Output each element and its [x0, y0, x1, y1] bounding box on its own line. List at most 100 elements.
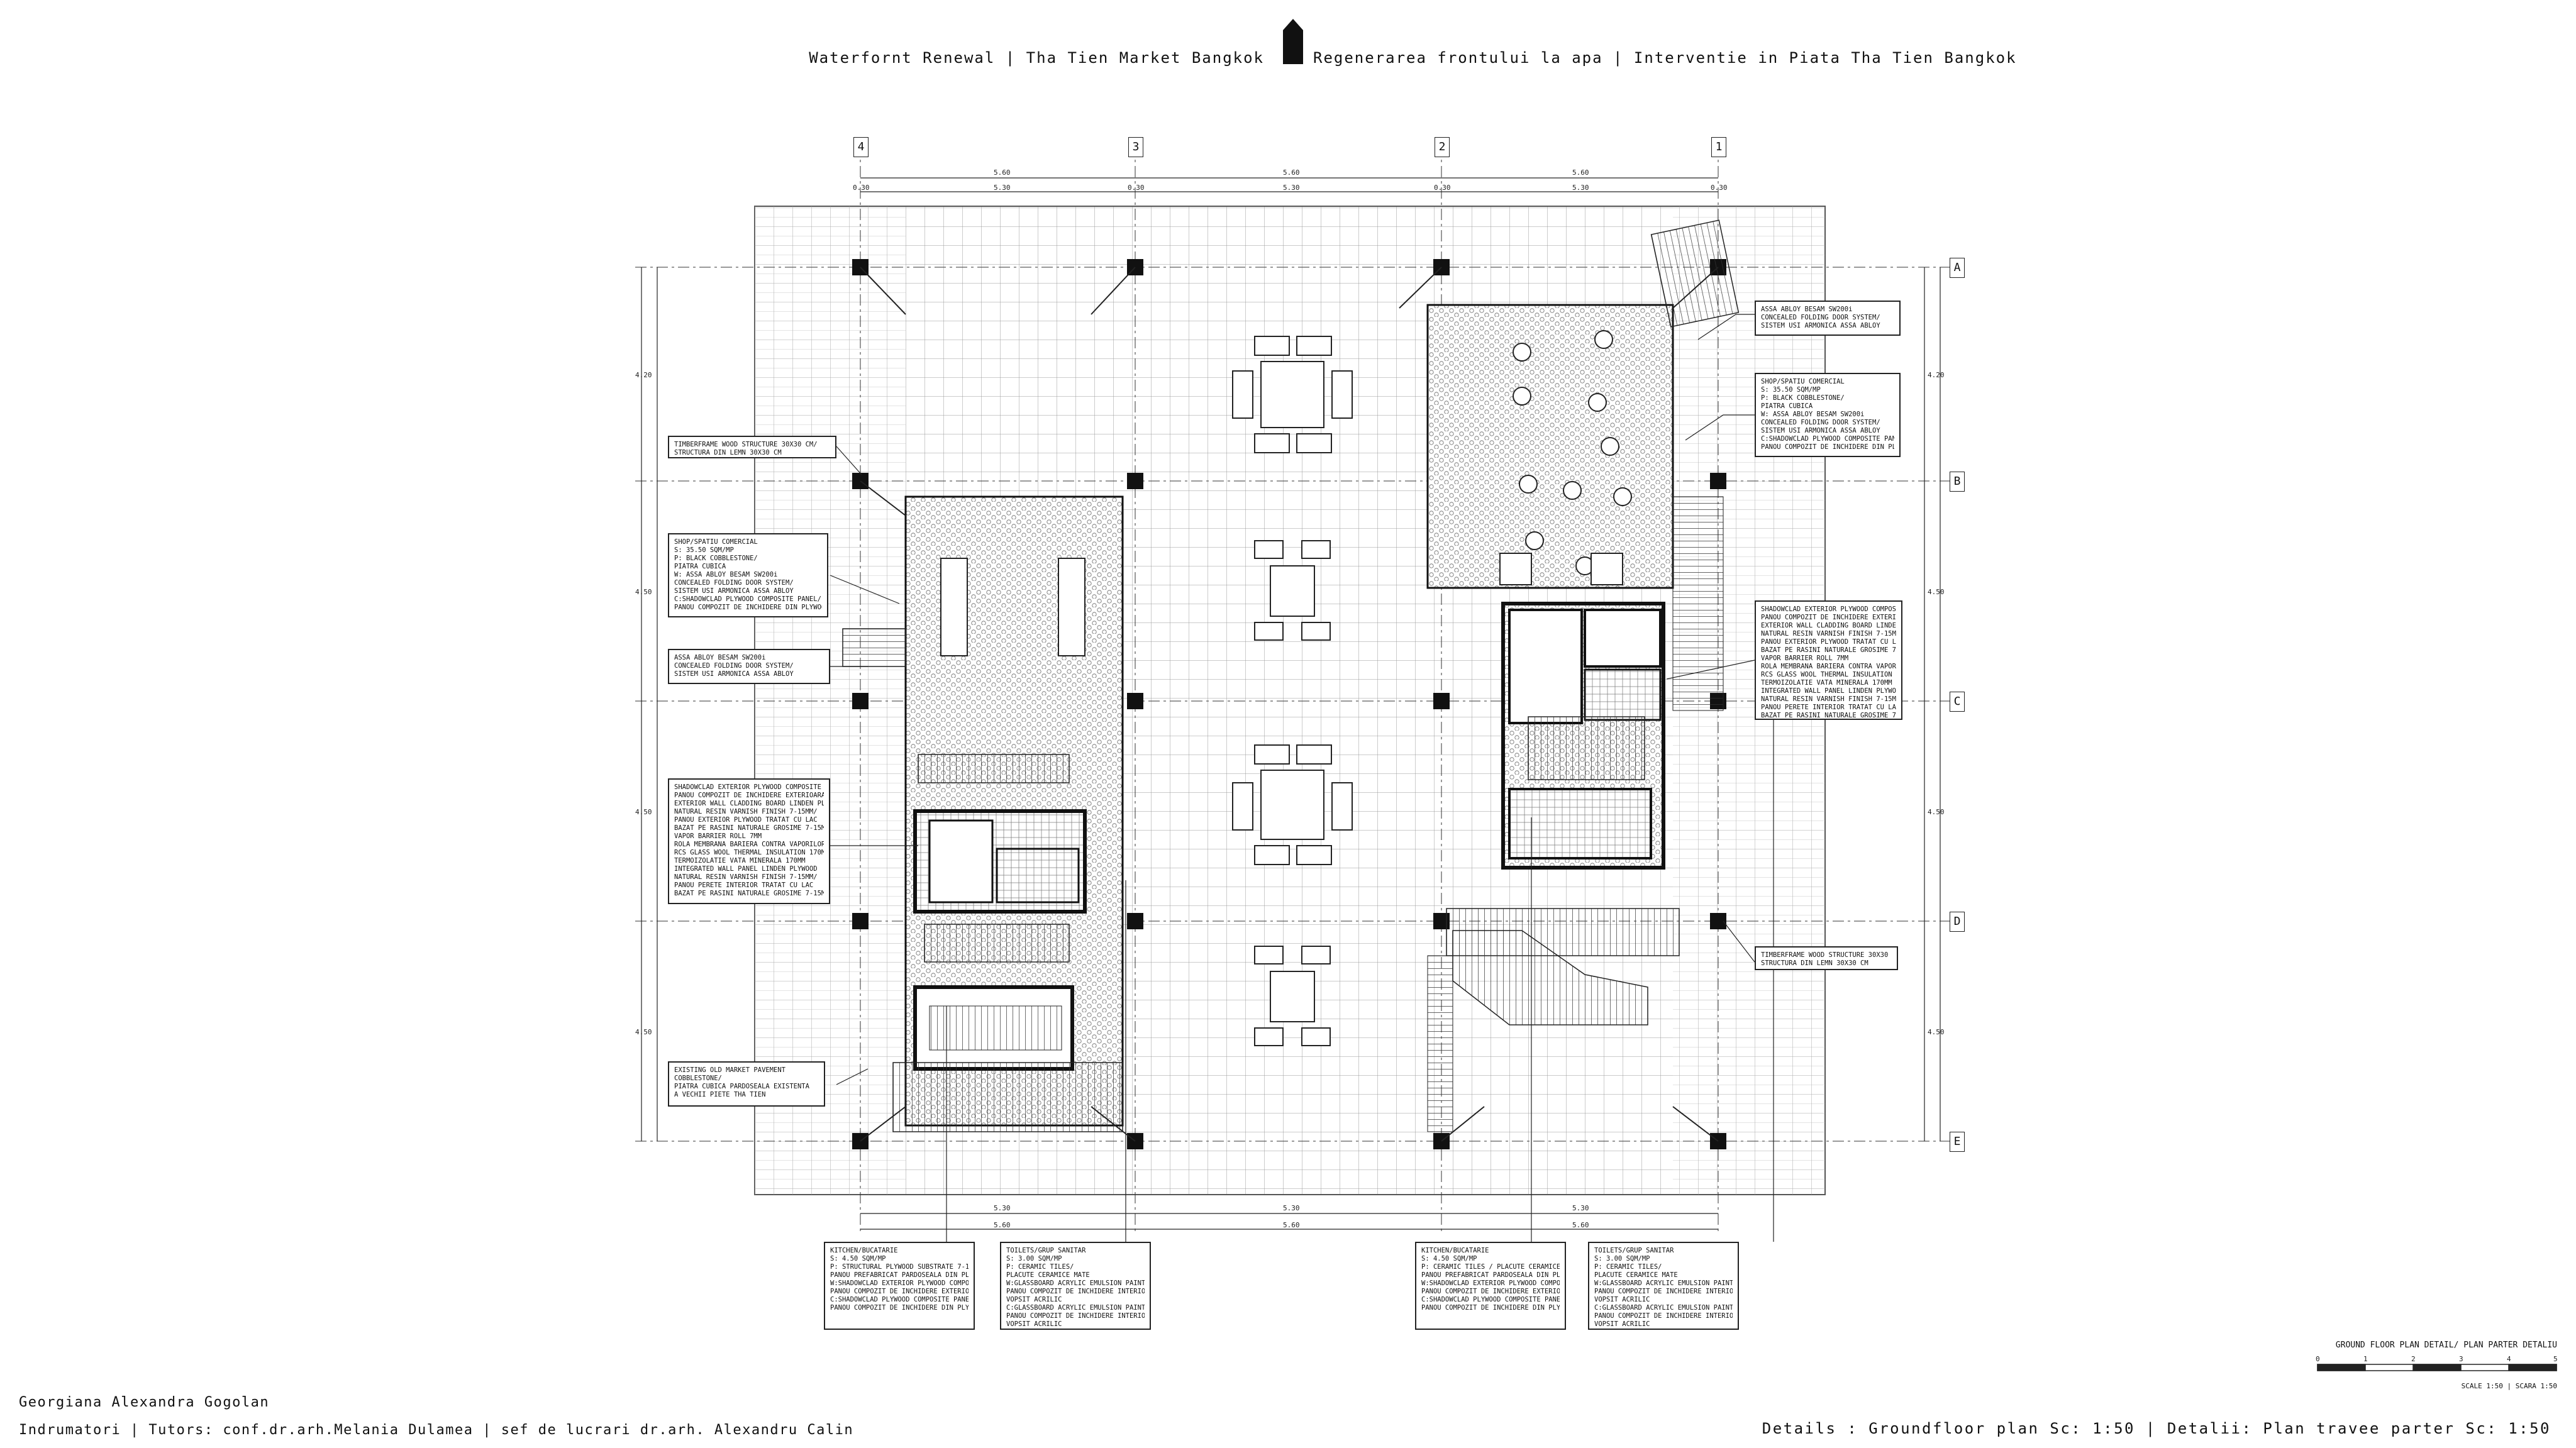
note-line: BAZAT PE RASINI NATURALE GROSIME 7-15MM	[1761, 646, 1896, 654]
note-line: PANOU COMPOZIT DE INCHIDERE DIN PLYWOOD	[674, 604, 822, 611]
dim-post-2: 0.30	[1128, 184, 1145, 192]
note-line: PANOU PERETE INTERIOR TRATAT CU LAC	[674, 882, 814, 889]
note-line: A VECHII PIETE THA TIEN	[674, 1091, 766, 1098]
note-line: VOPSIT ACRILIC	[1594, 1296, 1650, 1303]
note-line: PANOU COMPOZIT DE INCHIDERE INTERIOARA	[1594, 1288, 1733, 1295]
note-line: CONCEALED FOLDING DOOR SYSTEM/	[1761, 419, 1880, 426]
note-line: SISTEM USI ARMONICA ASSA ABLOY	[674, 670, 794, 678]
note-line: RCS GLASS WOOL THERMAL INSULATION 170MM/	[674, 849, 824, 856]
note-line: P: STRUCTURAL PLYWOOD SUBSTRATE 7-15CM/	[830, 1263, 969, 1271]
note-line: P: BLACK COBBLESTONE/	[1761, 394, 1845, 402]
note-line: SHOP/SPATIU COMERCIAL	[674, 538, 758, 546]
dim-inner-bottom-1: 5.30	[994, 1204, 1011, 1212]
note-line: STRUCTURA DIN LEMN 30X30 CM	[674, 449, 782, 456]
note-line: STRUCTURA DIN LEMN 30X30 CM	[1761, 959, 1868, 967]
note-line: PANOU PERETE INTERIOR TRATAT CU LAC	[1761, 704, 1896, 711]
axis-col-4: 4	[853, 137, 869, 157]
note-timber-right: TIMBERFRAME WOOD STRUCTURE 30X30 CM/STRU…	[1755, 946, 1898, 970]
dim-post-4: 0.30	[1711, 184, 1728, 192]
note-line: PANOU COMPOZIT DE INCHIDERE EXTERIOARA D…	[1421, 1288, 1560, 1295]
note-line: S: 3.00 SQM/MP	[1006, 1255, 1062, 1263]
dim-row-b-right: 4.50	[1928, 588, 1945, 596]
axis-col-3: 3	[1128, 137, 1143, 157]
note-line: PANOU EXTERIOR PLYWOOD TRATAT CU LAC	[1761, 638, 1896, 646]
dim-bay-bottom-1: 5.60	[994, 1221, 1011, 1229]
note-wall-left: SHADOWCLAD EXTERIOR PLYWOOD COMPOSITE PA…	[668, 778, 830, 904]
note-line: SHADOWCLAD EXTERIOR PLYWOOD COMPOSITE PA…	[674, 783, 824, 791]
note-line: BAZAT PE RASINI NATURALE GROSIME 7-15MM	[674, 824, 824, 832]
axis-col-1: 1	[1711, 137, 1726, 157]
note-line: C:GLASSBOARD ACRYLIC EMULSION PAINT/	[1594, 1304, 1733, 1312]
dim-inner-bottom-2: 5.30	[1283, 1204, 1300, 1212]
note-line: VOPSIT ACRILIC	[1006, 1320, 1062, 1328]
note-line: PIATRA CUBICA PARDOSEALA EXISTENTA	[674, 1083, 809, 1090]
scale-tick-2: 2	[2411, 1355, 2416, 1363]
note-line: CONCEALED FOLDING DOOR SYSTEM/	[674, 662, 794, 670]
note-line: TIMBERFRAME WOOD STRUCTURE 30X30 CM/	[674, 441, 818, 448]
dim-row-d-right: 4.50	[1928, 1028, 1945, 1036]
note-line: KITCHEN/BUCATARIE	[830, 1247, 898, 1254]
dim-inner-3: 5.30	[1572, 184, 1589, 192]
note-line: PANOU EXTERIOR PLYWOOD TRATAT CU LAC	[674, 816, 818, 824]
note-line: SISTEM USI ARMONICA ASSA ABLOY	[1761, 427, 1880, 434]
right-pavilion	[1426, 219, 1740, 1132]
note-line: VOPSIT ACRILIC	[1006, 1296, 1062, 1303]
note-line: SISTEM USI ARMONICA ASSA ABLOY	[674, 587, 794, 595]
note-line: P: CERAMIC TILES/	[1594, 1263, 1662, 1271]
scale-tick-3: 3	[2459, 1355, 2463, 1363]
note-line: PANOU PREFABRICAT PARDOSEALA DIN PLYWOOD…	[1421, 1271, 1560, 1279]
note-line: VOPSIT ACRILIC	[1594, 1320, 1650, 1328]
note-line: PANOU PREFABRICAT PARDOSEALA DIN PLYWOOD…	[830, 1271, 969, 1279]
note-line: C:SHADOWCLAD PLYWOOD COMPOSITE PANEL/	[674, 595, 821, 603]
axis-row-c: C	[1950, 692, 1965, 712]
dim-row-b-left: 4.50	[635, 588, 652, 596]
note-line: C:SHADOWCLAD PLYWOOD COMPOSITE PANEL/	[1421, 1296, 1560, 1303]
author-name: Georgiana Alexandra Gogolan	[19, 1395, 270, 1410]
note-line: EXTERIOR WALL CLADDING BOARD LINDEN PLYW…	[1761, 622, 1896, 629]
note-line: RCS GLASS WOOL THERMAL INSULATION 170MM/	[1761, 671, 1896, 678]
note-line: PIATRA CUBICA	[1761, 402, 1813, 410]
dim-bay-bottom-3: 5.60	[1572, 1221, 1589, 1229]
note-line: W:SHADOWCLAD EXTERIOR PLYWOOD COMPOSITE …	[1421, 1279, 1560, 1287]
note-line: PLACUTE CERAMICE MATE	[1006, 1271, 1090, 1279]
axis-row-a: A	[1950, 258, 1965, 278]
note-line: INTEGRATED WALL PANEL LINDEN PLYWOOD	[1761, 687, 1896, 695]
note-line: S: 35.50 SQM/MP	[674, 546, 734, 554]
dim-inner-2: 5.30	[1283, 184, 1300, 192]
dim-bay-1: 5.60	[994, 169, 1011, 177]
note-line: P: CERAMIC TILES / PLACUTE CERAMICE MATE	[1421, 1263, 1560, 1271]
dim-bay-bottom-2: 5.60	[1283, 1221, 1300, 1229]
note-line: ROLA MEMBRANA BARIERA CONTRA VAPORILOR 7…	[1761, 663, 1896, 670]
note-line: CONCEALED FOLDING DOOR SYSTEM/	[1761, 314, 1880, 321]
dim-bay-2: 5.60	[1283, 169, 1300, 177]
note-line: KITCHEN/BUCATARIE	[1421, 1247, 1489, 1254]
scale-tick-1: 1	[2363, 1355, 2368, 1363]
note-line: P: BLACK COBBLESTONE/	[674, 555, 758, 562]
note-line: TERMOIZOLATIE VATA MINERALA 170MM	[674, 857, 806, 865]
note-line: TERMOIZOLATIE VATA MINERALA 170MM	[1761, 679, 1892, 687]
note-line: S: 35.50 SQM/MP	[1761, 386, 1821, 394]
note-line: PANOU COMPOZIT DE INCHIDERE INTERIOARA	[1006, 1288, 1145, 1295]
axis-row-b: B	[1950, 472, 1965, 492]
title-right: Regenerarea frontului la apa | Intervent…	[1313, 49, 2017, 67]
note-line: VAPOR BARRIER ROLL 7MM	[674, 832, 762, 840]
note-line: TOILETS/GRUP SANITAR	[1594, 1247, 1674, 1254]
left-pavilion	[842, 495, 1124, 1132]
note-line: W: ASSA ABLOY BESAM SW200i	[674, 571, 778, 578]
note-line: S: 4.50 SQM/MP	[1421, 1255, 1477, 1263]
axis-col-2: 2	[1435, 137, 1450, 157]
note-line: PLACUTE CERAMICE MATE	[1594, 1271, 1678, 1279]
dining-tables	[1232, 336, 1353, 1046]
note-line: ROLA MEMBRANA BARIERA CONTRA VAPORILOR 7…	[674, 841, 824, 848]
note-line: W:SHADOWCLAD EXTERIOR PLYWOOD COMPOSITE …	[830, 1279, 969, 1287]
note-line: PANOU COMPOZIT DE INCHIDERE DIN PLYWOOD	[830, 1304, 969, 1312]
